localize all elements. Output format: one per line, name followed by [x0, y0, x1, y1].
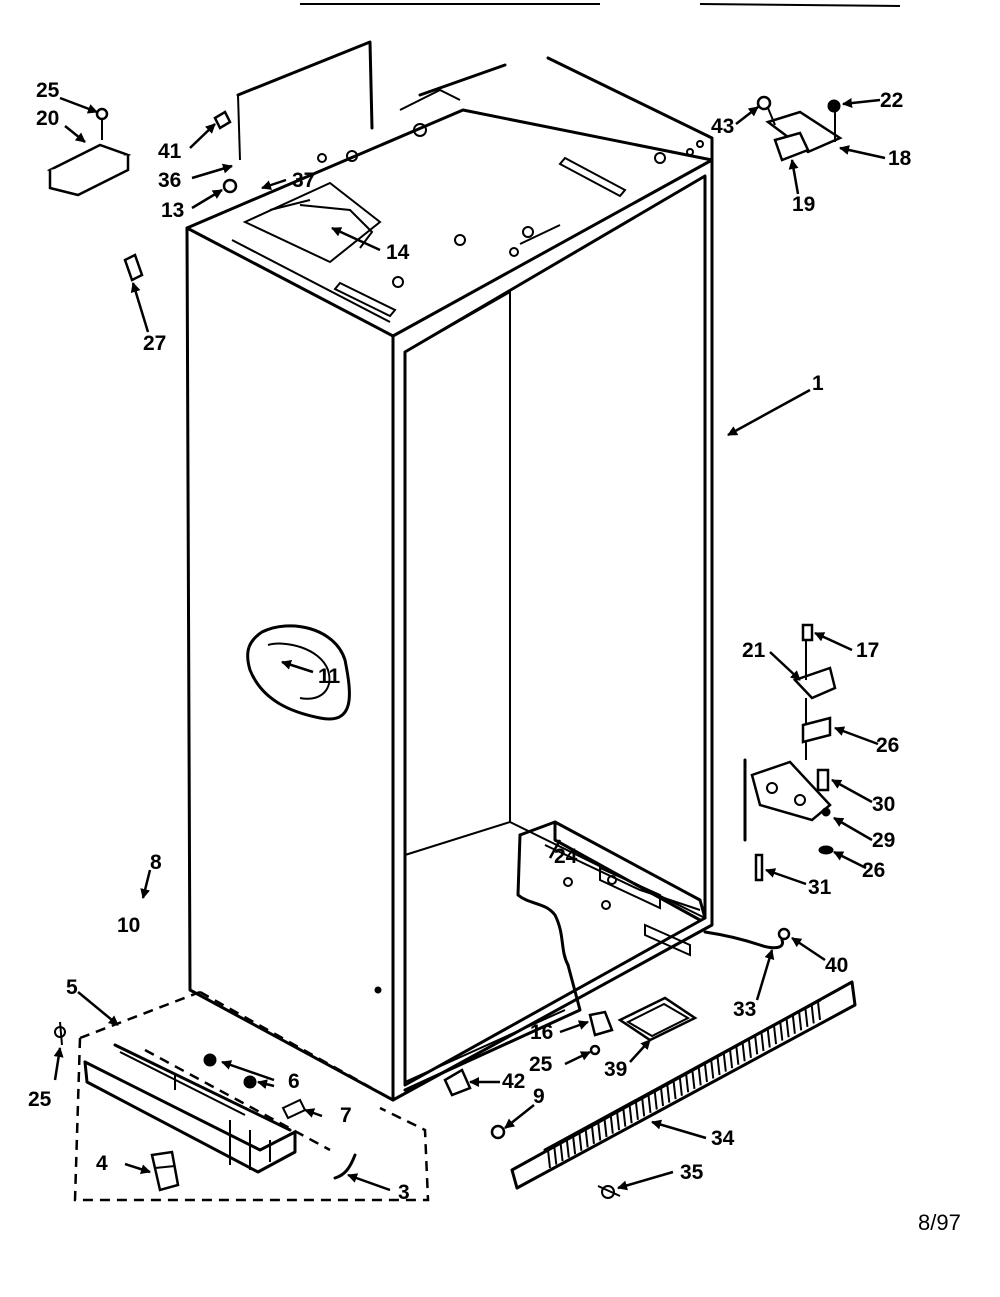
- callout-22: 22: [880, 89, 904, 112]
- callout-7: 7: [340, 1104, 352, 1127]
- grille-slat: [603, 1118, 608, 1138]
- callout-35: 35: [680, 1161, 704, 1184]
- grille-slat: [747, 1039, 752, 1058]
- base-assembly: [54, 990, 430, 1202]
- grille-slat: [754, 1036, 759, 1055]
- callout-1: 1: [812, 372, 824, 395]
- grille-slat: [691, 1070, 696, 1089]
- callout-40: 40: [825, 954, 849, 977]
- toe-grille: [510, 980, 857, 1199]
- callout-43: 43: [711, 115, 735, 138]
- grille-slat: [547, 1149, 551, 1169]
- grille-slat: [779, 1022, 784, 1041]
- callout-27: 27: [143, 332, 167, 355]
- cabinet-shell: [185, 40, 714, 1102]
- grille-slat: [660, 1087, 665, 1107]
- grille-slat: [578, 1132, 583, 1151]
- callout-14: 14: [386, 241, 410, 264]
- grille-slat: [798, 1012, 803, 1031]
- callout-26-upper: 26: [876, 734, 900, 757]
- grille-slat: [741, 1043, 746, 1062]
- callout-36: 36: [158, 169, 182, 192]
- grille-slat: [678, 1077, 683, 1096]
- grille-slat: [722, 1053, 727, 1072]
- grille-slat: [622, 1108, 627, 1127]
- callout-11: 11: [318, 665, 341, 688]
- small-parts: [443, 927, 791, 1140]
- callout-37: 37: [292, 169, 316, 192]
- callout-9: 9: [533, 1085, 545, 1108]
- callout-26-lower: 26: [862, 859, 886, 882]
- grille-slat: [685, 1074, 690, 1093]
- grille-slat: [597, 1122, 602, 1141]
- grille-slat: [760, 1032, 765, 1052]
- date-code: 8/97: [918, 1210, 961, 1235]
- front-bottom-assembly: [403, 820, 707, 1092]
- leader-lines: [53, 96, 886, 1192]
- grille-slat: [634, 1101, 639, 1120]
- callout-20: 20: [36, 107, 60, 130]
- callout-8: 8: [150, 851, 162, 874]
- grille-slat: [785, 1019, 790, 1038]
- top-edge-remnant: [300, 3, 901, 7]
- callout-10: 10: [117, 914, 141, 937]
- callout-5: 5: [66, 976, 78, 999]
- grille-slat: [710, 1060, 715, 1079]
- callout-3: 3: [398, 1181, 410, 1204]
- grille-slat: [672, 1081, 677, 1100]
- callout-25-left: 25: [28, 1088, 52, 1111]
- grille-slat: [653, 1091, 658, 1110]
- grille-slat: [810, 1005, 815, 1024]
- grille-slat: [628, 1105, 633, 1124]
- grille-slat: [817, 1001, 821, 1021]
- callout-24: 24: [554, 845, 578, 868]
- top-left-parts: [46, 107, 238, 282]
- callout-21: 21: [742, 639, 766, 662]
- callout-17: 17: [856, 639, 880, 662]
- grille-slat: [590, 1125, 595, 1145]
- callout-6: 6: [288, 1070, 300, 1093]
- callout-19: 19: [792, 193, 816, 216]
- grille-slat: [647, 1094, 652, 1114]
- grille-slat: [666, 1084, 671, 1103]
- grille-slat: [697, 1067, 702, 1086]
- grille-slat: [565, 1139, 570, 1158]
- grille-slat: [791, 1015, 796, 1034]
- top-hinge: [756, 95, 843, 162]
- callout-41: 41: [158, 140, 182, 163]
- callout-33: 33: [733, 998, 757, 1021]
- grille-slat: [716, 1056, 721, 1076]
- grille-slat: [804, 1008, 809, 1027]
- grille-slat: [729, 1050, 734, 1069]
- callout-4: 4: [96, 1152, 108, 1175]
- callout-16: 16: [530, 1021, 554, 1044]
- callout-31: 31: [808, 876, 832, 899]
- callout-18: 18: [888, 147, 912, 170]
- grille-slat: [703, 1063, 708, 1083]
- callout-30: 30: [872, 793, 896, 816]
- grille-slat: [766, 1029, 771, 1048]
- callout-34: 34: [711, 1127, 735, 1150]
- callout-39: 39: [604, 1058, 628, 1081]
- grille-slat: [609, 1115, 614, 1134]
- grille-slat: [641, 1098, 646, 1117]
- hinge-assembly: [743, 623, 837, 882]
- grille-slat: [773, 1025, 778, 1045]
- grille-slat: [616, 1112, 621, 1131]
- grille-slat: [584, 1129, 589, 1148]
- grille-slat: [553, 1146, 558, 1165]
- callout-29: 29: [872, 829, 896, 852]
- grille-slat: [572, 1136, 577, 1155]
- callout-25-center: 25: [529, 1053, 553, 1076]
- grille-slat: [735, 1046, 740, 1065]
- callout-13: 13: [161, 199, 185, 222]
- grille-slat: [559, 1143, 564, 1162]
- callout-25-top: 25: [36, 79, 60, 102]
- callout-42: 42: [502, 1070, 526, 1093]
